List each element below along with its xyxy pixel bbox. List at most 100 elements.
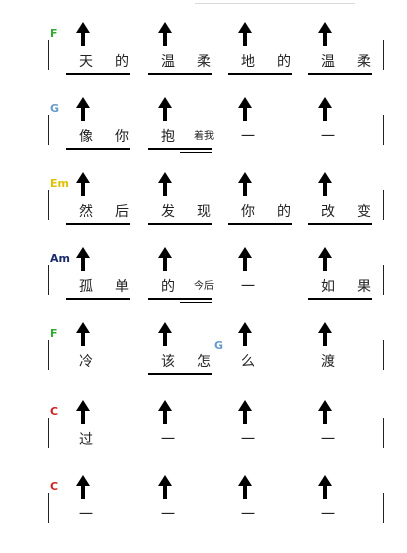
bar-line-end xyxy=(383,115,384,145)
beat-underline xyxy=(148,373,212,375)
strum-up-arrow-icon xyxy=(238,97,252,121)
beat-underline xyxy=(148,223,212,225)
strum-up-arrow-icon xyxy=(318,475,332,499)
beat: 然后 xyxy=(66,172,148,242)
chord-label: C xyxy=(50,480,59,493)
lyric-char: 一 xyxy=(79,507,93,523)
strum-up-arrow-icon xyxy=(318,22,332,46)
lyric-char: 抱 xyxy=(161,129,175,145)
lyric-char: 的 xyxy=(161,279,175,295)
bar-line-start xyxy=(48,190,49,220)
strum-up-arrow-icon xyxy=(318,97,332,121)
strum-up-arrow-icon xyxy=(76,172,90,196)
beat-underline-secondary xyxy=(180,302,212,303)
lyric-char: 像 xyxy=(79,129,93,145)
lyric-char: 一 xyxy=(241,432,255,448)
strum-up-arrow-icon xyxy=(158,400,172,424)
lyric-group: 么 xyxy=(230,354,266,370)
strum-up-arrow-icon xyxy=(238,247,252,271)
strum-up-arrow-icon xyxy=(158,475,172,499)
lyric-char: 一 xyxy=(161,507,175,523)
lyric-group: 一 xyxy=(230,279,266,295)
lyric-char: 过 xyxy=(79,432,93,448)
strum-up-arrow-icon xyxy=(76,475,90,499)
lyric-group: 一 xyxy=(150,507,186,523)
lyric-char: 发 xyxy=(161,204,175,220)
lyric-group: 一 xyxy=(68,507,104,523)
lyric-char: 的 xyxy=(115,54,129,70)
lyric-group: 的 今后 xyxy=(150,279,222,295)
lyric-group: 天的 xyxy=(68,54,140,70)
beat: 天的 xyxy=(66,22,148,92)
lyric-group: 温柔 xyxy=(150,54,222,70)
beat: 该怎 xyxy=(148,322,230,392)
beat: 发现 xyxy=(148,172,230,242)
lyric-group: 发现 xyxy=(150,204,222,220)
strum-up-arrow-icon xyxy=(76,247,90,271)
chord-label: Am xyxy=(50,252,70,265)
strum-up-arrow-icon xyxy=(158,172,172,196)
beat: 一 xyxy=(150,400,230,470)
lyric-group: 地的 xyxy=(230,54,302,70)
lyric-group: 渡 xyxy=(310,354,346,370)
beat-underline-secondary xyxy=(180,152,212,153)
lyric-char: 冷 xyxy=(79,354,93,370)
strum-up-arrow-icon xyxy=(238,400,252,424)
bar-line-start xyxy=(48,493,49,523)
bar-line-end xyxy=(383,493,384,523)
lyric-char: 一 xyxy=(321,129,335,145)
lyric-group: 一 xyxy=(230,507,266,523)
bar-line-end xyxy=(383,265,384,295)
lyric-char: 今后 xyxy=(194,281,214,292)
chord-label: F xyxy=(50,27,58,40)
lyric-char: 的 xyxy=(277,204,291,220)
lyric-char: 现 xyxy=(197,204,211,220)
lyric-group: 你的 xyxy=(230,204,302,220)
lyric-char: 地 xyxy=(241,54,255,70)
beat: 一 xyxy=(310,97,390,167)
lyric-char: 该 xyxy=(161,354,175,370)
top-divider xyxy=(195,3,355,4)
lyric-char: 单 xyxy=(115,279,129,295)
lyric-char: 你 xyxy=(241,204,255,220)
bar-line-end xyxy=(383,418,384,448)
beat-underline xyxy=(148,148,212,150)
lyric-char: 果 xyxy=(357,279,371,295)
beat: 一 xyxy=(68,475,148,545)
strum-up-arrow-icon xyxy=(158,247,172,271)
beat-underline xyxy=(308,223,372,225)
lyric-char: 孤 xyxy=(79,279,93,295)
beat: 一 xyxy=(230,247,310,317)
lyric-char: 的 xyxy=(277,54,291,70)
beat: 一 xyxy=(230,97,310,167)
lyric-char: 一 xyxy=(241,279,255,295)
beat: 温柔 xyxy=(308,22,390,92)
lyric-group: 该怎 xyxy=(150,354,222,370)
strum-up-arrow-icon xyxy=(238,172,252,196)
beat: 如果 xyxy=(308,247,390,317)
bar-line-end xyxy=(383,190,384,220)
beat: 一 xyxy=(230,400,310,470)
lyric-group: 孤单 xyxy=(68,279,140,295)
lyric-char: 改 xyxy=(321,204,335,220)
beat: 你的 xyxy=(228,172,310,242)
bar-line-end xyxy=(383,40,384,70)
beat: 一 xyxy=(150,475,230,545)
chord-label: G xyxy=(214,339,224,352)
beat: 一 xyxy=(310,475,390,545)
lyric-char: 你 xyxy=(115,129,129,145)
beat: 孤单 xyxy=(66,247,148,317)
lyric-group: 像你 xyxy=(68,129,140,145)
strum-up-arrow-icon xyxy=(76,97,90,121)
chord-row: C 一 一 一 一 xyxy=(0,475,407,545)
beat: 一 xyxy=(230,475,310,545)
lyric-char: 温 xyxy=(321,54,335,70)
